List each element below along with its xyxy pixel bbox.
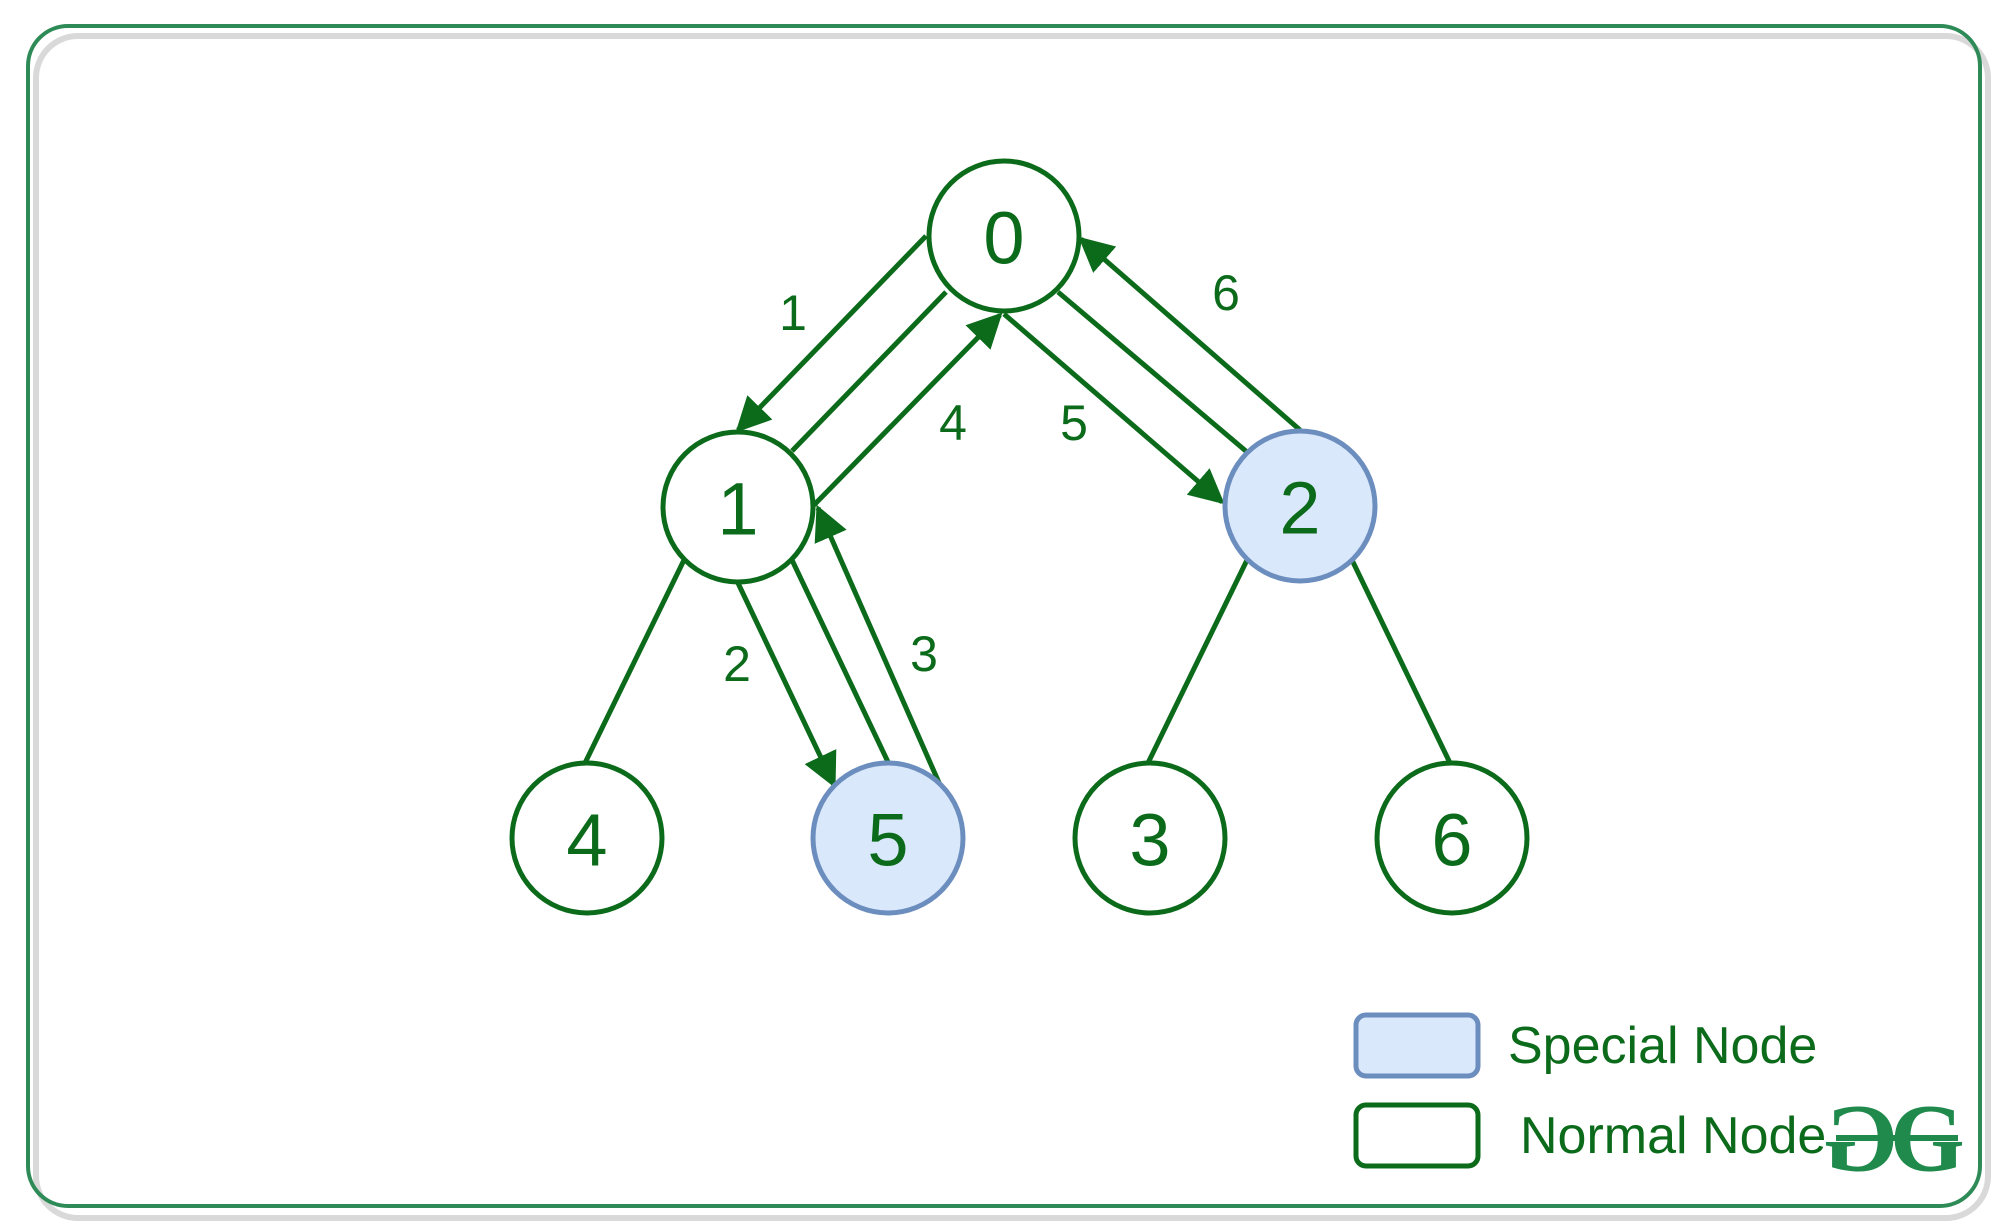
step-label-6: 6 — [1212, 265, 1240, 321]
step-label-4: 4 — [939, 395, 967, 451]
tree-edge-0-1 — [790, 290, 948, 453]
node-label: 6 — [1431, 799, 1472, 882]
traversal-arrow-step-6 — [1078, 236, 1302, 432]
tree-node-5: 5 — [810, 760, 966, 916]
tree-nodes: 0 1 2 4 5 3 6 — [509, 158, 1530, 916]
legend-special-swatch — [1353, 1012, 1481, 1079]
node-label: 0 — [983, 197, 1024, 280]
frame-shadow — [33, 33, 1991, 1221]
node-circle — [1222, 428, 1378, 584]
tree-node-2: 2 — [1222, 428, 1378, 584]
node-label: 1 — [717, 468, 758, 551]
node-circle — [1374, 760, 1530, 916]
node-label: 5 — [867, 799, 908, 882]
step-label-1: 1 — [779, 285, 807, 341]
geeksforgeeks-logo-icon: G G — [1823, 1085, 1964, 1192]
step-label-5: 5 — [1060, 395, 1088, 451]
traversal-arrow-step-1 — [735, 234, 928, 433]
tree-node-3: 3 — [1072, 760, 1228, 916]
traversal-arrow-step-4 — [812, 312, 1003, 507]
tree-edge-0-2 — [1056, 290, 1249, 454]
tree-node-1: 1 — [660, 429, 816, 585]
tree-edge-2-3 — [1145, 556, 1251, 765]
node-circle — [810, 760, 966, 916]
step-label-3: 3 — [910, 626, 938, 682]
diagram-frame — [26, 24, 1982, 1208]
node-circle — [1072, 760, 1228, 916]
traversal-arrow-step-3 — [814, 504, 943, 787]
legend-normal-swatch — [1353, 1102, 1481, 1169]
traversal-arrows — [735, 234, 1302, 789]
node-label: 4 — [566, 799, 607, 882]
node-circle — [926, 158, 1082, 314]
tree-edge-2-6 — [1349, 558, 1453, 765]
node-label: 3 — [1129, 799, 1170, 882]
tree-edge-1-5 — [789, 558, 891, 764]
step-labels: 1 2 3 4 5 6 — [723, 265, 1240, 692]
tree-edges — [582, 290, 1453, 765]
traversal-arrow-step-5 — [1002, 312, 1225, 505]
tree-node-6: 6 — [1374, 760, 1530, 916]
node-label: 2 — [1279, 467, 1320, 550]
node-circle — [660, 429, 816, 585]
legend-special-label: Special Node — [1508, 1017, 1817, 1075]
legend: Special Node Normal Node — [1353, 1012, 1826, 1169]
tree-edge-1-4 — [582, 558, 687, 765]
traversal-arrow-step-2 — [735, 581, 837, 789]
node-circle — [509, 760, 665, 916]
step-label-2: 2 — [723, 636, 751, 692]
tree-node-0: 0 — [926, 158, 1082, 314]
tree-node-4: 4 — [509, 760, 665, 916]
legend-normal-label: Normal Node — [1520, 1107, 1826, 1165]
